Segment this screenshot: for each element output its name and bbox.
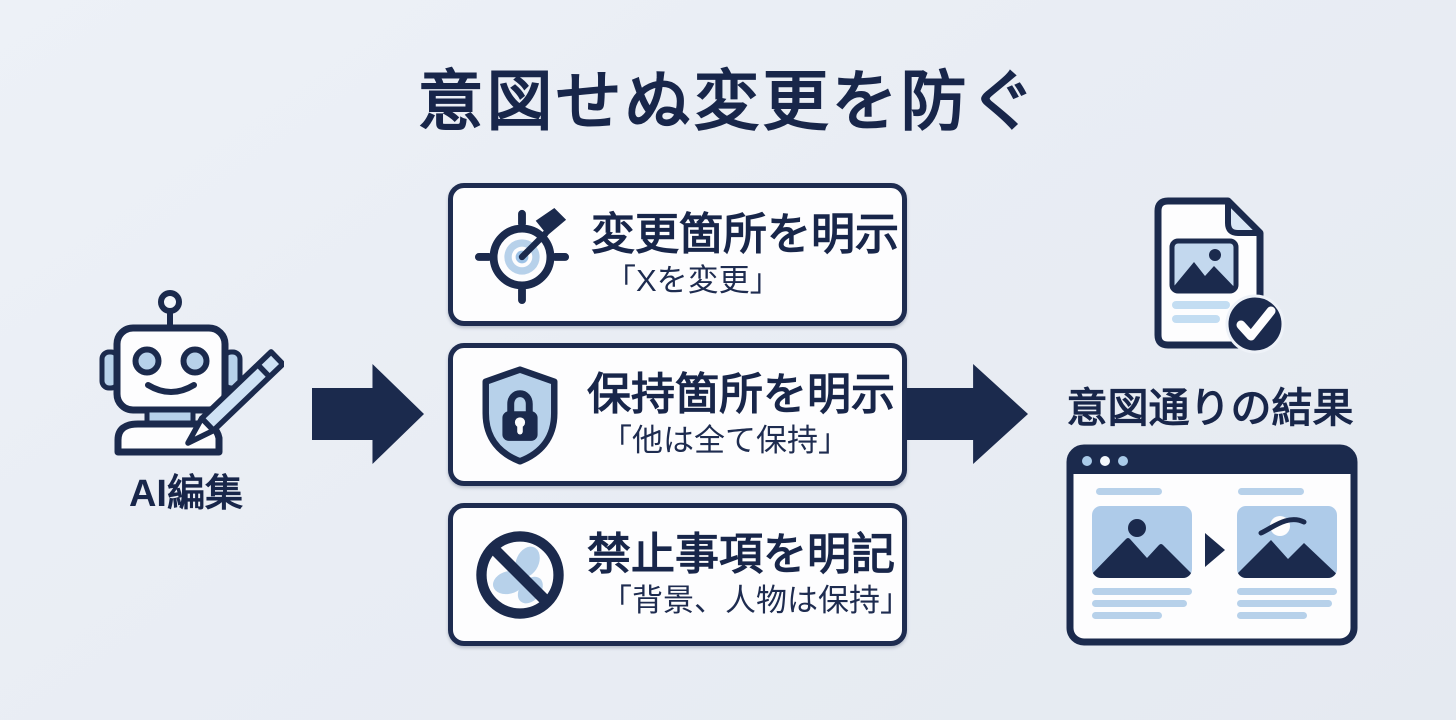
shield-lock-icon xyxy=(482,365,558,465)
page-title: 意図せぬ変更を防ぐ xyxy=(417,64,1039,138)
browser-before-after-icon xyxy=(1066,444,1358,646)
flow-arrow-right-icon xyxy=(906,364,1028,464)
step-specify-changes: 変更箇所を明示 「Xを変更」 xyxy=(448,183,907,326)
step-text: 禁止事項を明記 「背景、人物は保持」 xyxy=(587,530,911,618)
step-title: 変更箇所を明示 xyxy=(591,210,899,259)
robot-pencil-icon xyxy=(99,290,284,456)
no-edit-icon xyxy=(476,530,564,619)
step-title: 禁止事項を明記 xyxy=(587,530,895,579)
flow-arrow-left-icon xyxy=(312,364,424,464)
step-text: 保持箇所を明示 「他は全て保持」 xyxy=(587,370,895,458)
target-arrow-icon xyxy=(474,207,570,304)
step-title: 保持箇所を明示 xyxy=(587,370,895,419)
step-prohibitions: 禁止事項を明記 「背景、人物は保持」 xyxy=(448,503,911,646)
step-example: 「背景、人物は保持」 xyxy=(601,583,911,618)
step-example: 「他は全て保持」 xyxy=(601,423,849,458)
step-text: 変更箇所を明示 「Xを変更」 xyxy=(591,210,899,298)
step-specify-keep: 保持箇所を明示 「他は全て保持」 xyxy=(448,343,907,486)
step-example: 「Xを変更」 xyxy=(605,263,781,298)
ai-editor-label: AI編集 xyxy=(128,473,243,515)
document-check-icon xyxy=(1154,197,1285,354)
result-label: 意図通りの結果 xyxy=(1066,385,1354,431)
